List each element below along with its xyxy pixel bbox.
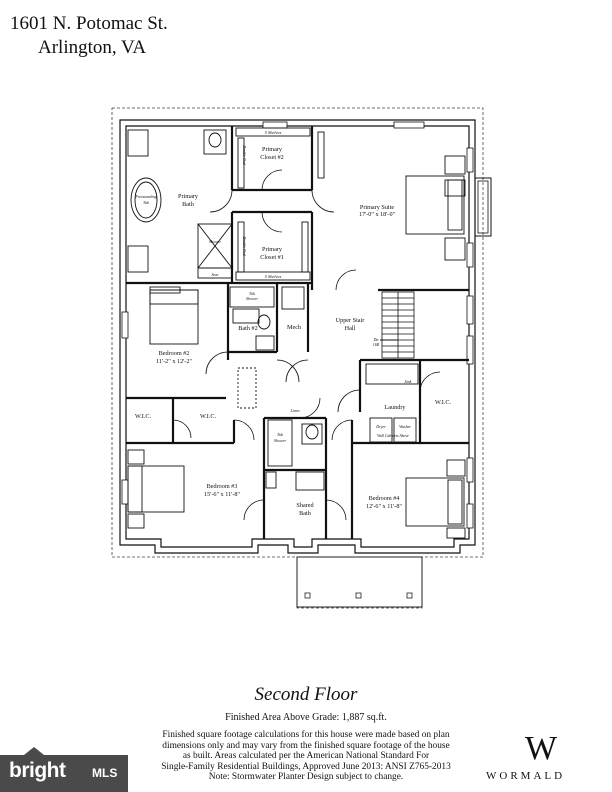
svg-text:11'-2" x 12'-2": 11'-2" x 12'-2" <box>156 358 192 365</box>
wormald-logo-mark: W <box>524 730 558 767</box>
label-shared-bath: Shared <box>296 502 314 509</box>
svg-text:Hall: Hall <box>345 325 356 332</box>
svg-text:Tub: Tub <box>277 432 283 437</box>
label-bedroom-2: Bedroom #2 <box>159 350 190 357</box>
address-city: Arlington, VA <box>38 37 147 58</box>
label-wic-1: W.I.C. <box>135 413 152 420</box>
svg-text:Closet #1: Closet #1 <box>260 254 284 261</box>
label-primary-bath: Primary <box>178 193 199 200</box>
disclaimer-line: Note: Stormwater Planter Design subject … <box>208 772 404 783</box>
bright-logo-text: bright <box>9 759 66 782</box>
svg-text:Shower: Shower <box>209 239 221 244</box>
svg-text:Double Rod: Double Rod <box>242 144 247 165</box>
svg-text:Freestanding: Freestanding <box>134 194 156 199</box>
svg-text:Double Rod: Double Rod <box>242 235 247 256</box>
svg-text:5 Shelves: 5 Shelves <box>265 274 282 279</box>
wormald-logo-name: WORMALD <box>486 770 566 782</box>
svg-text:Tub: Tub <box>143 200 149 205</box>
room-labels: Primary Bath Freestanding Tub Shower Sea… <box>134 130 451 517</box>
label-wic-2: W.I.C. <box>200 413 217 420</box>
lot-outline <box>111 107 484 609</box>
label-bath-2: Bath #2 <box>238 325 257 332</box>
svg-text:Tub: Tub <box>249 291 255 296</box>
bay-window <box>474 177 492 237</box>
mls-text: MLS <box>92 766 118 780</box>
label-bedroom-3: Bedroom #3 <box>207 483 238 490</box>
label-wic-3: W.I.C. <box>435 399 452 406</box>
svg-text:Shower: Shower <box>274 438 286 443</box>
svg-text:5 Shelves: 5 Shelves <box>265 130 282 135</box>
exterior-walls <box>119 119 476 554</box>
door-swings <box>172 169 441 521</box>
stair <box>380 291 415 359</box>
interior-walls <box>126 126 469 539</box>
label-primary-closet-1: Primary <box>262 246 283 253</box>
svg-text:Sink: Sink <box>405 379 412 384</box>
finished-area: Finished Area Above Grade: 1,887 sq.ft. <box>225 712 387 723</box>
svg-text:Seat: Seat <box>212 272 220 277</box>
disclaimer: Finished square footage calculations for… <box>130 730 482 783</box>
svg-text:Dn: Dn <box>373 337 379 342</box>
address-block: 1601 N. Potomac St. Arlington, VA <box>10 12 168 60</box>
floor-title: Second Floor <box>254 684 358 705</box>
label-primary-closet-2: Primary <box>262 146 283 153</box>
bright-mls-badge: bright MLS <box>0 747 128 792</box>
disclaimer-line: Single-Family Residential Buildings, App… <box>161 761 451 772</box>
svg-text:Dryer: Dryer <box>375 424 386 429</box>
svg-text:16R: 16R <box>373 342 380 347</box>
porch <box>296 556 423 608</box>
svg-text:17'-0" x 18'-0": 17'-0" x 18'-0" <box>359 211 396 218</box>
svg-text:Bath: Bath <box>182 201 195 208</box>
disclaimer-line: Finished square footage calculations for… <box>162 730 450 740</box>
badge-tab <box>24 747 44 755</box>
svg-text:Closet #2: Closet #2 <box>260 154 284 161</box>
svg-text:Wall Cabinets Above: Wall Cabinets Above <box>377 434 409 438</box>
svg-text:Linen: Linen <box>289 408 299 413</box>
label-mech: Mech <box>287 324 302 331</box>
address-street: 1601 N. Potomac St. <box>10 13 168 34</box>
label-laundry: Laundry <box>385 404 407 411</box>
svg-text:12'-6" x 11'-8": 12'-6" x 11'-8" <box>366 503 402 510</box>
label-primary-suite: Primary Suite <box>360 204 394 211</box>
svg-text:15'-6" x 11'-8": 15'-6" x 11'-8" <box>204 491 240 498</box>
label-upper-stair-hall: Upper Stair <box>336 317 365 324</box>
disclaimer-line: as built. Areas calculated per the Ameri… <box>182 751 430 762</box>
label-bedroom-4: Bedroom #4 <box>369 495 400 502</box>
disclaimer-line: dimensions only and may vary from the fi… <box>162 740 450 751</box>
svg-text:Bath: Bath <box>299 510 312 517</box>
svg-text:Shower: Shower <box>246 296 258 301</box>
svg-text:Washer: Washer <box>399 424 411 429</box>
fixtures <box>127 127 466 539</box>
